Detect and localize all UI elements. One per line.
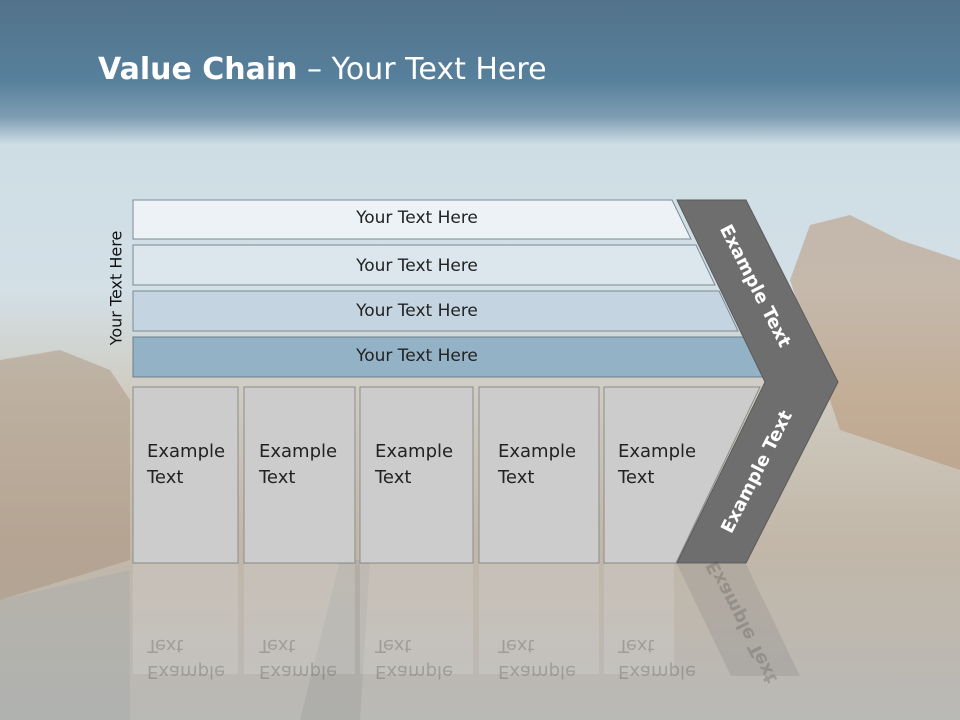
box-1-text-reflection: Example Text [147,632,225,684]
box-5 [603,386,761,564]
row-bar-2 [132,244,716,286]
box-2-line2: Text [259,467,296,488]
box-3 [359,386,474,564]
box-2-reflection-line1: Example [259,661,338,682]
box-3-reflection [360,564,473,674]
road [300,560,370,720]
title-bold: Value Chain [98,52,298,87]
box-3-line2: Text [375,467,412,488]
box-4 [478,386,600,564]
box-1-line1: Example [147,441,226,462]
box-4-text-reflection: Example Text [498,632,576,684]
box-2 [243,386,356,564]
box-3-line1: Example [375,441,454,462]
box-2-reflection-line2: Text [259,635,296,656]
road-left [0,570,130,720]
box-4-line1: Example [498,441,577,462]
box-5-reflection-line1: Example [618,661,697,682]
box-5-text-reflection: Example Text [618,632,696,684]
box-1-reflection-line2: Text [147,635,184,656]
box-3-reflection-line1: Example [375,661,454,682]
left-cliff [0,350,130,600]
box-2-line1: Example [259,441,338,462]
right-rock [790,215,960,470]
box-5-line2: Text [618,467,655,488]
slide-title: Value Chain – Your Text Here [98,52,547,87]
row-label-2: Your Text Here [356,256,478,276]
box-3-text-reflection: Example Text [375,632,453,684]
chevron-reflection [677,564,800,676]
box-1 [132,386,239,564]
row-bar-3 [132,290,739,332]
box-4-reflection-line1: Example [498,661,577,682]
box-2-reflection [244,564,355,674]
box-3-reflection-line2: Text [375,635,412,656]
box-5-reflection [604,564,674,674]
box-1-reflection [133,564,238,674]
box-1-line2: Text [147,467,184,488]
box-1-reflection-line1: Example [147,661,226,682]
row-bar-1 [132,199,692,240]
chevron-arrow [676,199,839,564]
box-2-text-reflection: Example Text [259,632,337,684]
row-label-4: Your Text Here [356,346,478,366]
box-5-line1: Example [618,441,697,462]
row-label-1: Your Text Here [356,208,478,228]
box-5-reflection-line2: Text [618,635,655,656]
box-4-reflection-line2: Text [498,635,535,656]
title-rest: – Your Text Here [297,52,547,87]
box-4-reflection [479,564,599,674]
title-bar [0,0,960,146]
box-4-line2: Text [498,467,535,488]
row-label-3: Your Text Here [356,301,478,321]
